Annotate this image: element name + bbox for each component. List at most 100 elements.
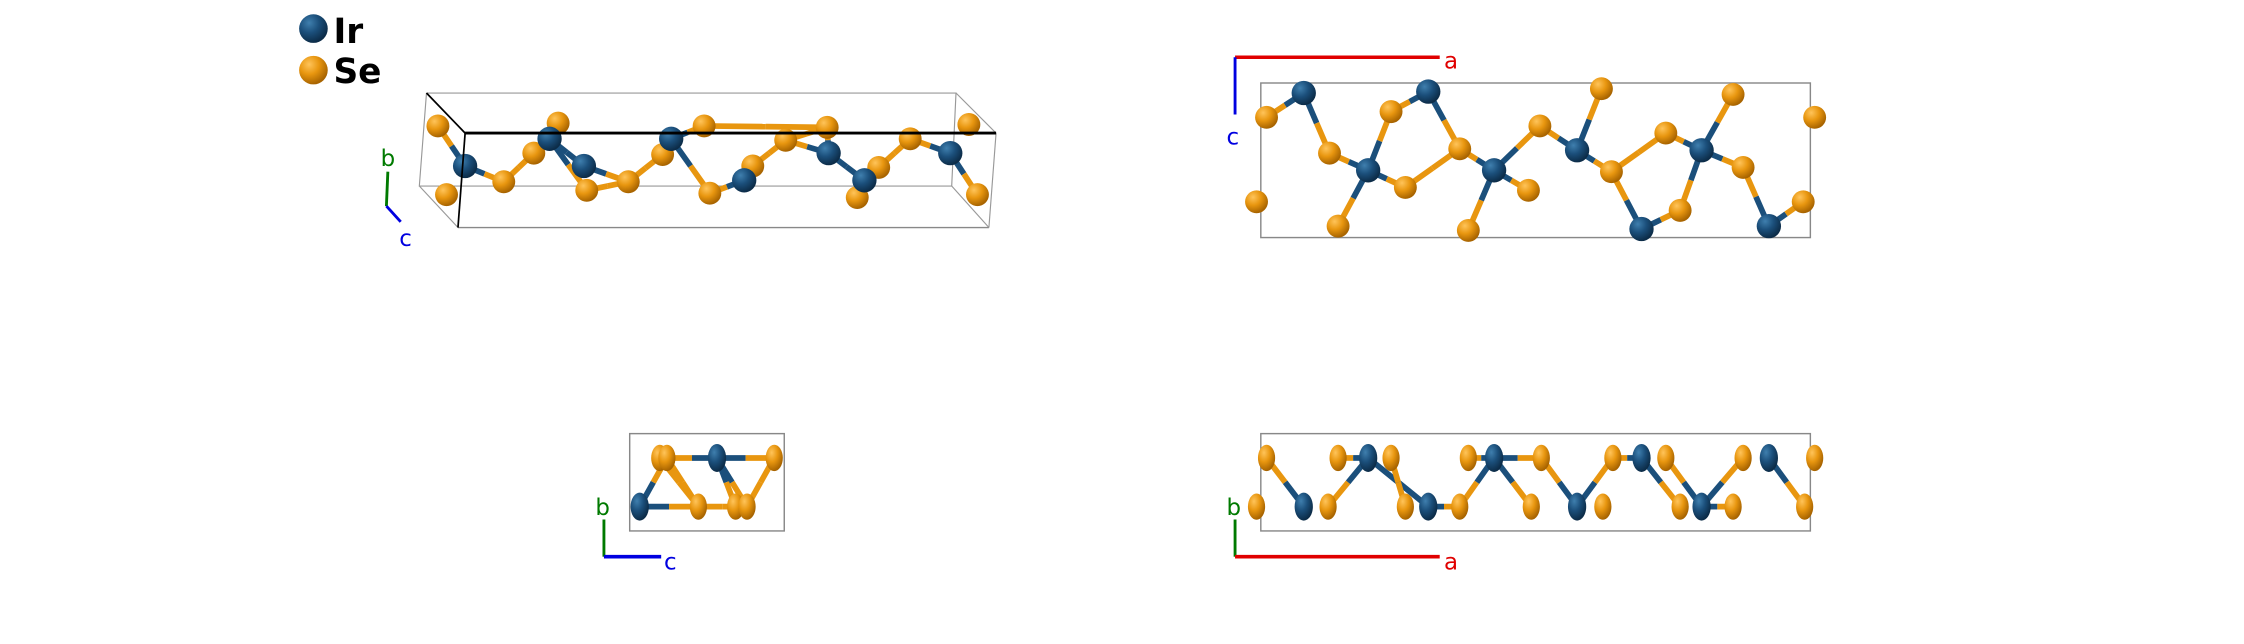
iridium-atom [630, 492, 649, 521]
ab-unit-cell [1260, 432, 1812, 532]
selenium-atom [1791, 190, 1815, 214]
cb-unit-cell [628, 432, 785, 532]
ir-legend-icon [299, 14, 328, 43]
selenium-atom [1393, 176, 1417, 199]
selenium-atom [1734, 444, 1752, 472]
selenium-atom [616, 170, 640, 194]
selenium-atom [492, 170, 516, 194]
axis-label-a: a [1444, 49, 1458, 75]
selenium-atom [1448, 137, 1472, 161]
iridium-atom [659, 126, 684, 151]
ac-unit-cell [1260, 82, 1812, 239]
ac-projection-view [1245, 77, 1827, 242]
perspective-axes: b c [381, 146, 412, 252]
selenium-atom [1456, 218, 1480, 242]
selenium-atom [1247, 493, 1266, 520]
selenium-atom [765, 444, 783, 472]
iridium-atom [1689, 138, 1714, 163]
selenium-atom [1589, 77, 1613, 101]
iridium-atom [1419, 492, 1438, 521]
iridium-atom [1484, 443, 1504, 472]
selenium-atom [658, 444, 676, 472]
selenium-atom [1245, 190, 1268, 214]
iridium-atom [938, 140, 963, 166]
se-legend-icon [299, 55, 328, 85]
ac-axes: a c [1226, 49, 1458, 151]
iridium-atom [1632, 443, 1651, 472]
selenium-atom [1731, 155, 1755, 179]
perspective-view [426, 111, 989, 209]
selenium-atom [1319, 493, 1337, 520]
iridium-atom [1291, 80, 1316, 106]
selenium-atom [898, 127, 922, 151]
selenium-atom [698, 181, 722, 205]
selenium-atom [1257, 444, 1276, 472]
selenium-atom [1796, 493, 1814, 520]
perspective-unit-cell [418, 92, 997, 229]
selenium-atom [575, 178, 599, 202]
selenium-atom [1451, 493, 1469, 520]
iridium-atom [537, 126, 562, 151]
iridium-atom [1756, 213, 1782, 239]
legend: Ir Se [299, 12, 381, 92]
cb-projection-view [630, 443, 783, 521]
selenium-atom [1604, 444, 1622, 472]
iridium-atom [852, 168, 877, 193]
perspective-cell-front-edges [425, 92, 997, 228]
selenium-atom [1522, 493, 1540, 520]
selenium-atom [1803, 105, 1827, 129]
selenium-atom [1255, 105, 1278, 129]
iridium-atom [1481, 158, 1507, 183]
iridium-atom [1564, 138, 1590, 163]
iridium-atom [1416, 79, 1441, 104]
selenium-atom [1657, 444, 1675, 472]
selenium-atom [435, 183, 458, 207]
selenium-atom [1671, 493, 1689, 520]
selenium-atom [1599, 160, 1623, 184]
selenium-atom [1459, 444, 1477, 472]
selenium-atom [1326, 214, 1350, 238]
selenium-atom [1396, 493, 1414, 520]
iridium-atom [452, 153, 478, 179]
selenium-atom [1594, 493, 1612, 520]
selenium-atom [522, 141, 546, 165]
axis-label-b: b [381, 146, 396, 172]
iridium-atom [732, 168, 757, 193]
selenium-atom [1654, 121, 1678, 145]
axis-label-c: c [399, 226, 412, 252]
selenium-atom [1724, 493, 1742, 520]
selenium-atom [957, 113, 981, 136]
iridium-atom [1629, 216, 1654, 242]
selenium-atom [815, 115, 839, 139]
ab-axes: b a [1226, 495, 1458, 575]
axis-label-c: c [1226, 125, 1239, 151]
selenium-atom [1382, 444, 1400, 472]
axis-label-b: b [595, 495, 610, 521]
iridium-atom [1567, 492, 1587, 521]
selenium-atom [426, 114, 450, 138]
iridium-atom [707, 443, 727, 472]
iridium-atom [1355, 158, 1381, 183]
selenium-atom [1806, 444, 1824, 472]
selenium-atom [689, 493, 707, 520]
iridium-atom [1692, 492, 1711, 521]
ab-projection-view [1247, 443, 1824, 521]
iridium-atom [1759, 443, 1778, 472]
axis-label-c: c [664, 550, 677, 576]
selenium-atom [1379, 100, 1403, 124]
selenium-atom [1532, 444, 1550, 472]
selenium-atom [1721, 83, 1745, 106]
selenium-atom [1528, 114, 1552, 138]
iridium-atom [1294, 492, 1313, 521]
se-legend-label: Se [333, 52, 381, 92]
selenium-atom [1668, 198, 1692, 222]
iridium-atom [1359, 443, 1378, 472]
iridium-atom [571, 153, 597, 179]
selenium-atom [738, 493, 756, 520]
selenium-atom [1516, 178, 1540, 202]
axis-label-a: a [1444, 550, 1458, 576]
selenium-atom [966, 183, 989, 207]
cb-axes: b c [595, 495, 676, 575]
iridium-atom [816, 140, 841, 166]
